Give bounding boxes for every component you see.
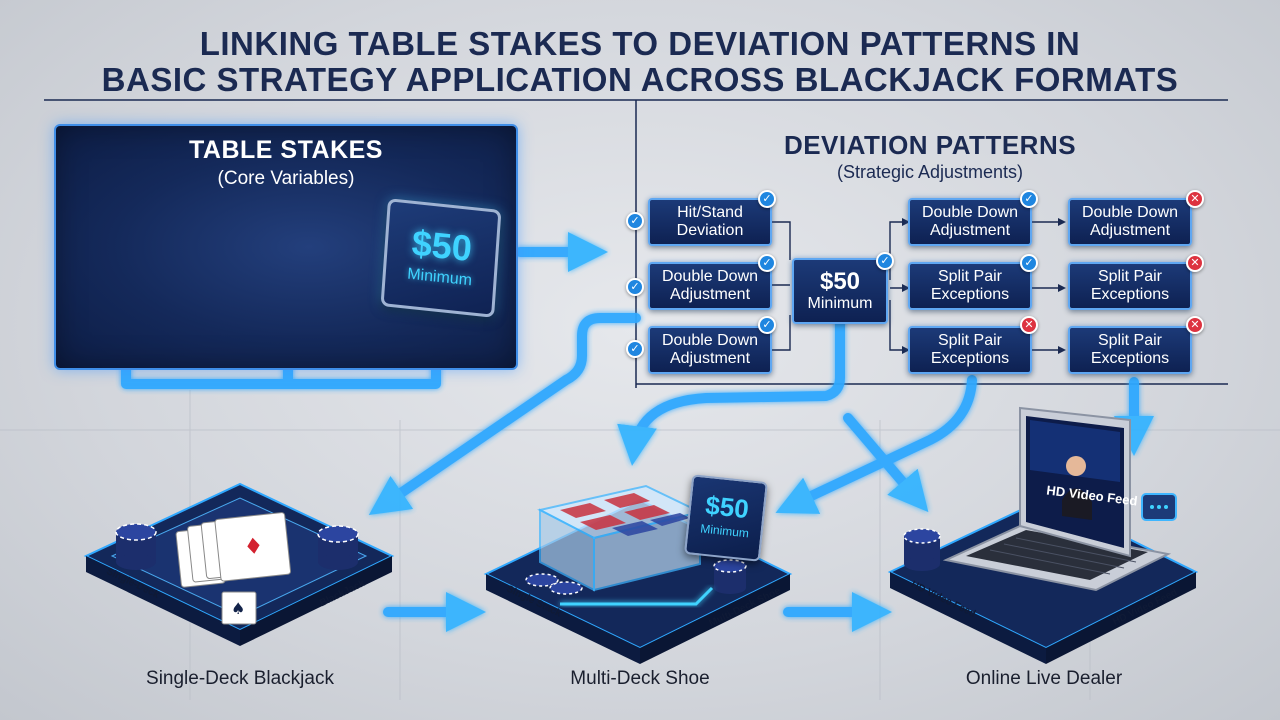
cross-icon: ✕ bbox=[1020, 316, 1038, 334]
node-label: Hit/Stand Deviation bbox=[676, 204, 744, 239]
deviation-node-right-double-down: Double Down Adjustment bbox=[1068, 198, 1192, 246]
format-label-live-dealer: Online Live Dealer bbox=[965, 668, 1123, 689]
deviation-node-double-down-1: Double Down Adjustment bbox=[648, 262, 772, 310]
node-label: Double Down Adjustment bbox=[1081, 204, 1179, 239]
live-dealer-platform bbox=[887, 406, 1199, 664]
node-label: Split Pair Exceptions bbox=[930, 268, 1010, 303]
check-icon: ✓ bbox=[876, 252, 894, 270]
title-line-2: BASIC STRATEGY APPLICATION ACROSS BLACKJ… bbox=[101, 61, 1179, 98]
page-title: LINKING TABLE STAKES TO DEVIATION PATTER… bbox=[40, 26, 1240, 98]
deviation-node-right-split-1: Split Pair Exceptions bbox=[1068, 262, 1192, 310]
check-icon: ✓ bbox=[626, 340, 644, 358]
deviation-subtitle: (Strategic Adjustments) bbox=[836, 162, 1024, 182]
stakes-title: TABLE STAKES bbox=[189, 136, 383, 164]
svg-text:♠: ♠ bbox=[231, 599, 245, 618]
deviation-title: DEVIATION PATTERNS bbox=[783, 130, 1077, 160]
node-label: Split Pair Exceptions bbox=[930, 332, 1010, 367]
minimum-stake-sign: $50 Minimum bbox=[380, 198, 502, 318]
deviation-node-mid-double-down: Double Down Adjustment bbox=[908, 198, 1032, 246]
deviation-node-mid-split-1: Split Pair Exceptions bbox=[908, 262, 1032, 310]
node-label: Double Down Adjustment bbox=[921, 204, 1019, 239]
svg-text:♦: ♦ bbox=[243, 534, 265, 561]
check-icon: ✓ bbox=[758, 316, 776, 334]
node-label: Double Down Adjustment bbox=[661, 268, 759, 303]
deviation-node-right-split-2: Split Pair Exceptions bbox=[1068, 326, 1192, 374]
check-icon: ✓ bbox=[758, 190, 776, 208]
deviation-node-hit-stand: Hit/Stand Deviation bbox=[648, 198, 772, 246]
node-label: Double Down Adjustment bbox=[661, 332, 759, 367]
single-deck-platform: ♦ ♠ bbox=[83, 482, 395, 646]
check-icon: ✓ bbox=[1020, 254, 1038, 272]
deviation-node-mid-split-2: Split Pair Exceptions bbox=[908, 326, 1032, 374]
deviation-node-double-down-2: Double Down Adjustment bbox=[648, 326, 772, 374]
center-node-label: Minimum bbox=[807, 295, 873, 312]
center-node-value: $50 bbox=[819, 268, 861, 295]
check-icon: ✓ bbox=[758, 254, 776, 272]
cross-icon: ✕ bbox=[1186, 316, 1204, 334]
node-label: Split Pair Exceptions bbox=[1090, 268, 1170, 303]
format-label-single-deck: Single-Deck Blackjack bbox=[146, 668, 334, 689]
cross-icon: ✕ bbox=[1186, 254, 1204, 272]
deviation-node-minimum: $50 Minimum bbox=[792, 258, 888, 324]
multi-deck-platform bbox=[483, 484, 793, 664]
multi-deck-minimum-sign: $50 Minimum bbox=[684, 474, 768, 562]
title-line-1: LINKING TABLE STAKES TO DEVIATION PATTER… bbox=[199, 25, 1081, 62]
cross-icon: ✕ bbox=[1186, 190, 1204, 208]
stakes-subtitle: (Core Variables) bbox=[217, 168, 355, 189]
check-icon: ✓ bbox=[1020, 190, 1038, 208]
format-label-multi-deck: Multi-Deck Shoe bbox=[570, 668, 710, 689]
node-label: Split Pair Exceptions bbox=[1090, 332, 1170, 367]
table-stakes-panel: TABLE STAKES (Core Variables) $50 Minimu… bbox=[54, 124, 518, 370]
check-icon: ✓ bbox=[626, 278, 644, 296]
check-icon: ✓ bbox=[626, 212, 644, 230]
